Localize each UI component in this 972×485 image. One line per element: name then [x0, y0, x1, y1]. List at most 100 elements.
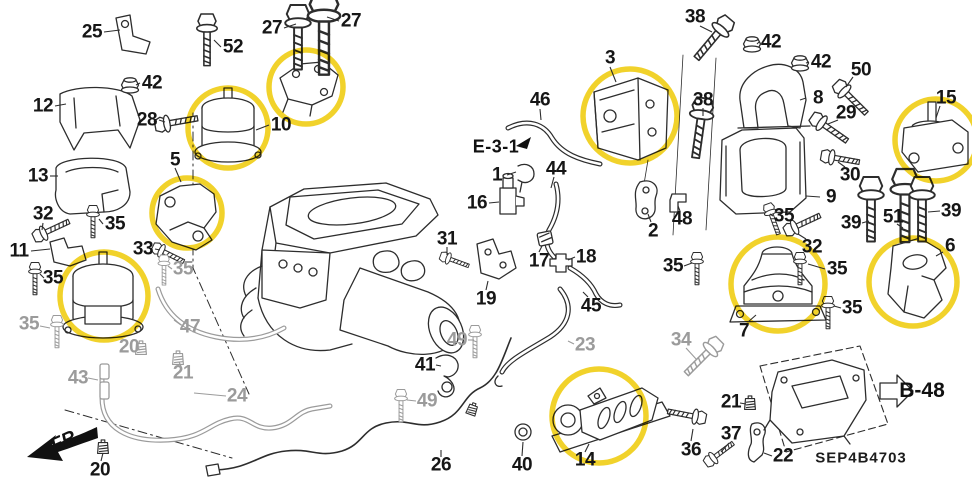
leader-line-part-35: [833, 305, 842, 309]
leader-line-part-5: [174, 167, 182, 183]
leader-line-part-8: [799, 97, 807, 101]
leader-line-part-39: [927, 210, 941, 213]
leader-line-part-35: [807, 263, 826, 270]
part-3-bracket: [593, 77, 669, 161]
leader-line-part-41: [435, 364, 442, 367]
leader-line-part-28: [158, 119, 166, 123]
engine-assembly: [240, 182, 465, 356]
highlight-circle-part-10: [185, 85, 271, 171]
leader-line-part-23: [567, 340, 575, 345]
leader-line-part-43: [87, 377, 99, 381]
b48-bracket: [759, 345, 889, 453]
highlight-circle-part-3: [580, 66, 680, 166]
leader-line-part-25: [103, 29, 121, 33]
e31-arrow-icon: [516, 137, 531, 149]
leader-line-part-42: [135, 82, 141, 86]
upper-right-mount: [719, 127, 807, 215]
part-40-nut: [514, 423, 532, 441]
leader-line-part-10: [255, 124, 270, 131]
leader-line-part-30: [837, 161, 846, 168]
leader-line-part-14: [584, 443, 590, 453]
hose-44: [544, 181, 561, 260]
leader-line-part-16: [488, 201, 500, 204]
leader-line-part-39: [861, 220, 870, 224]
leader-line-part-44: [550, 176, 555, 189]
highlight-circle-part-5: [149, 175, 225, 251]
part-22-bracket: [747, 422, 766, 463]
fr-arrow-icon: [27, 427, 98, 461]
part-10-mount: [194, 87, 262, 163]
leader-line-part-40: [521, 441, 524, 457]
highlight-circle-part-9: [57, 249, 151, 343]
leader-line-part-9: [805, 195, 821, 198]
leader-line-part-24: [193, 392, 227, 397]
leader-line-part-6: [935, 251, 944, 257]
leader-line-part-7: [747, 314, 757, 323]
hose-45: [567, 265, 623, 308]
part-8-bracket: [737, 63, 811, 129]
b48-arrow-icon: [879, 374, 914, 408]
leader-line-part-32: [41, 222, 44, 231]
part-17-clip: [536, 230, 554, 247]
leader-line-part-11: [30, 248, 51, 252]
leader-line-part-35: [683, 262, 693, 267]
leader-line-part-2: [647, 213, 652, 223]
leader-line-part-29: [827, 119, 839, 125]
leader-line-part-46: [539, 108, 542, 121]
part-1-clamp: [517, 163, 535, 193]
part-14-torque-rod: [551, 387, 671, 453]
leader-line-part-37: [720, 442, 730, 453]
leader-line-part-21: [739, 402, 747, 405]
part-16-valve: [499, 172, 525, 215]
region-boundary-line: [192, 112, 250, 395]
leader-line-part-27: [283, 23, 297, 29]
highlight-circle-part-15: [892, 96, 972, 184]
leader-line-part-21: [178, 361, 182, 367]
part-41-hook: [435, 354, 459, 398]
leader-line-part-17: [538, 245, 543, 253]
leader-line-part-15: [935, 105, 941, 119]
ref-label-e31: E-3-1: [472, 136, 520, 157]
leader-line-part-47: [173, 319, 182, 326]
part-2-bracket: [634, 180, 658, 220]
leader-line-part-48: [677, 205, 681, 212]
cable-26: [205, 337, 512, 477]
leader-line-part-12: [54, 103, 67, 107]
leader-line-part-42: [805, 61, 810, 64]
leader-line-part-20: [137, 347, 141, 351]
hose-46: [505, 120, 603, 167]
leader-line-part-22: [763, 452, 773, 457]
leader-line-part-27: [326, 16, 340, 22]
ref-label-b48: B-48: [899, 379, 945, 402]
leader-line-part-33: [154, 248, 161, 251]
leader-line-part-42: [756, 41, 760, 45]
part-15-mount: [901, 101, 969, 173]
part-19-bracket: [476, 238, 517, 280]
leader-line-part-35: [98, 218, 104, 225]
part-13-mount: [54, 157, 131, 215]
leader-line-part-34: [685, 347, 698, 361]
hose-23: [494, 286, 571, 388]
diagram-code: SEP4B4703: [815, 449, 907, 467]
leader-line-part-51: [896, 223, 904, 229]
highlight-circle-part-4: [266, 47, 346, 127]
part-6-bracket: [887, 237, 947, 319]
leader-line-part-35: [769, 213, 774, 217]
leader-line-part-52: [213, 39, 222, 48]
leader-line-part-18: [567, 256, 576, 261]
leader-line-part-50: [845, 76, 854, 88]
leader-line-part-49: [406, 399, 417, 402]
part-18-joint: [549, 253, 573, 273]
leader-line-part-1: [506, 171, 517, 176]
leader-line-part-35: [39, 325, 51, 329]
leader-line-part-36: [690, 428, 694, 442]
leader-line-part-45: [582, 291, 589, 298]
highlight-circle-part-6: [866, 235, 960, 329]
reference-parts-gray: [50, 254, 728, 443]
highlight-circle-part-14: [549, 366, 649, 466]
leader-line-part-35: [167, 265, 173, 270]
